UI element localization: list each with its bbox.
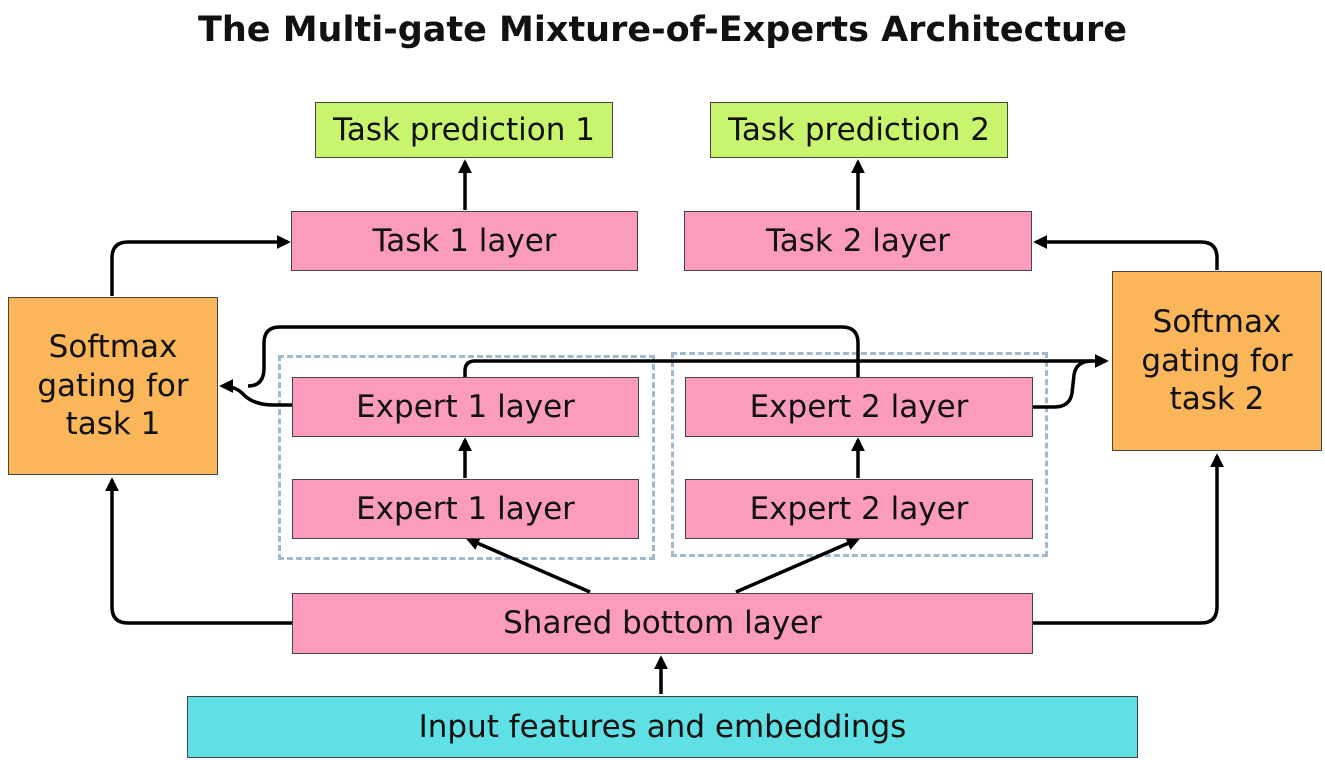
expert-2-bottom-box: Expert 2 layer — [685, 479, 1033, 539]
task-prediction-2-box: Task prediction 2 — [710, 102, 1008, 158]
input-features-box: Input features and embeddings — [187, 696, 1138, 758]
expert-2-bottom-label: Expert 2 layer — [749, 490, 969, 527]
task-prediction-1-box: Task prediction 1 — [315, 102, 613, 158]
arrow-expert1-to-gate1 — [219, 379, 292, 407]
expert-1-top-box: Expert 1 layer — [292, 377, 639, 437]
arrow-expert2-to-gate2 — [1033, 359, 1093, 409]
task-1-layer-box: Task 1 layer — [291, 211, 638, 271]
expert-1-top-label: Expert 1 layer — [356, 388, 575, 425]
task-prediction-1-label: Task prediction 1 — [333, 111, 595, 148]
expert-1-group — [278, 355, 655, 560]
arrow-expert1-to-gate2 — [463, 354, 1109, 377]
task-1-layer-label: Task 1 layer — [372, 222, 557, 259]
arrow-shared-to-expert1 — [465, 537, 591, 594]
gate-2-box: Softmax gating for task 2 — [1112, 271, 1322, 451]
task-prediction-2-label: Task prediction 2 — [728, 111, 990, 148]
shared-bottom-box: Shared bottom layer — [292, 593, 1033, 654]
gate-2-label: Softmax gating for task 2 — [1141, 303, 1293, 418]
expert-1-bottom-box: Expert 1 layer — [292, 479, 639, 539]
arrow-shared-to-expert2 — [735, 537, 861, 594]
expert-1-bottom-label: Expert 1 layer — [356, 490, 575, 527]
task-2-layer-box: Task 2 layer — [684, 211, 1032, 271]
expert-2-top-box: Expert 2 layer — [685, 377, 1033, 437]
shared-bottom-label: Shared bottom layer — [503, 605, 822, 642]
gate-1-box: Softmax gating for task 1 — [8, 297, 218, 475]
diagram-title: The Multi-gate Mixture-of-Experts Archit… — [198, 10, 1127, 50]
arrow-shared-to-gate1 — [105, 477, 292, 625]
arrow-gate2-to-task2 — [1033, 235, 1219, 270]
arrow-shared-to-gate2 — [1033, 453, 1224, 625]
expert-2-top-label: Expert 2 layer — [749, 388, 969, 425]
arrow-gate1-to-task1 — [110, 235, 291, 296]
gate-1-label: Softmax gating for task 1 — [37, 328, 189, 443]
arrow-expert2-to-gate1 — [247, 325, 860, 388]
task-2-layer-label: Task 2 layer — [765, 222, 951, 259]
input-features-label: Input features and embeddings — [418, 708, 907, 745]
